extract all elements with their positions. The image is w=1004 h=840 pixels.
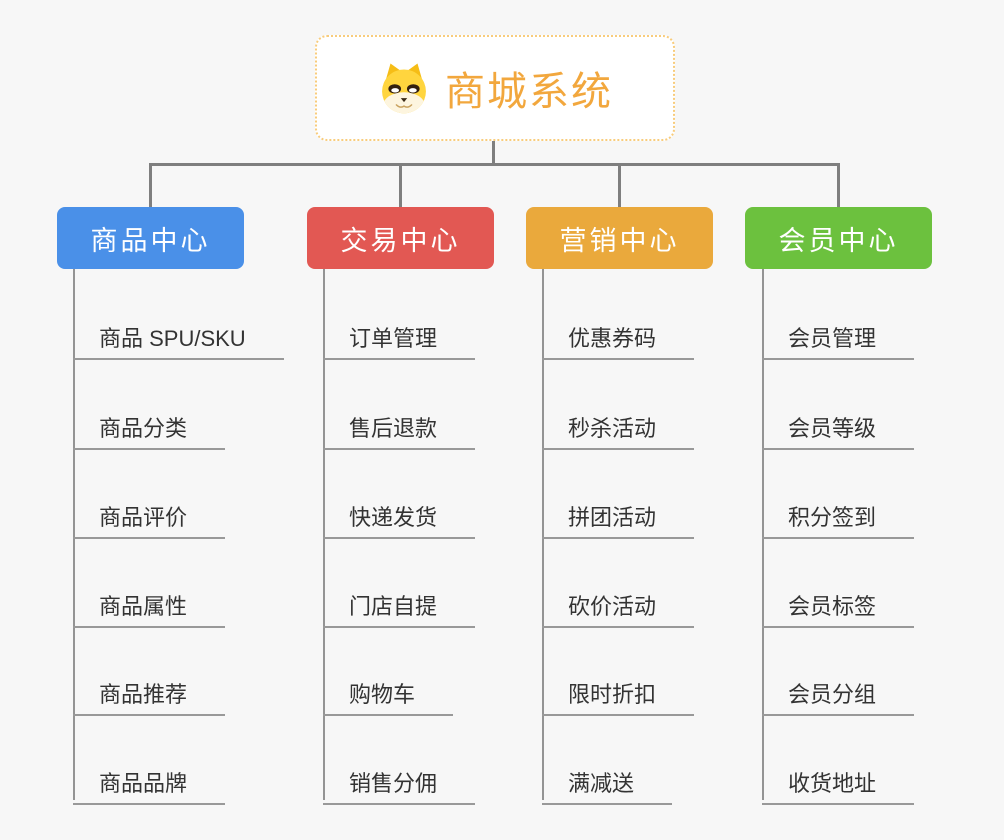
connector-drop-member bbox=[837, 164, 840, 208]
leaf-node[interactable]: 商品分类 bbox=[73, 397, 226, 450]
leaf-node[interactable]: 优惠券码 bbox=[542, 307, 695, 360]
leaf-node[interactable]: 会员标签 bbox=[762, 575, 915, 628]
root-node-mall-system[interactable]: 商城系统 bbox=[315, 35, 675, 141]
leaf-node[interactable]: 拼团活动 bbox=[542, 486, 695, 539]
category-box-member-center[interactable]: 会员中心 bbox=[745, 207, 932, 269]
leaf-node[interactable]: 订单管理 bbox=[323, 307, 476, 360]
connector-drop-product bbox=[149, 164, 152, 208]
connector-column-line bbox=[762, 269, 764, 800]
leaf-node[interactable]: 会员分组 bbox=[762, 663, 915, 716]
leaf-node[interactable]: 商品属性 bbox=[73, 575, 226, 628]
category-box-trade-center[interactable]: 交易中心 bbox=[307, 207, 494, 269]
dog-face-icon bbox=[382, 63, 426, 114]
connector-root-stub bbox=[492, 141, 495, 165]
connector-bus-line bbox=[149, 163, 840, 166]
leaf-node[interactable]: 会员管理 bbox=[762, 307, 915, 360]
leaf-node[interactable]: 商品 SPU/SKU bbox=[73, 307, 284, 360]
leaf-node[interactable]: 会员等级 bbox=[762, 397, 915, 450]
leaf-node[interactable]: 积分签到 bbox=[762, 486, 915, 539]
leaf-node[interactable]: 商品品牌 bbox=[73, 752, 226, 805]
leaf-node[interactable]: 秒杀活动 bbox=[542, 397, 695, 450]
leaf-node[interactable]: 商品评价 bbox=[73, 486, 226, 539]
leaf-node[interactable]: 满减送 bbox=[542, 752, 673, 805]
leaf-node[interactable]: 购物车 bbox=[323, 663, 454, 716]
connector-column-line bbox=[323, 269, 325, 800]
category-box-marketing-center[interactable]: 营销中心 bbox=[526, 207, 713, 269]
connector-drop-marketing bbox=[618, 164, 621, 208]
leaf-node[interactable]: 收货地址 bbox=[762, 752, 915, 805]
connector-column-line bbox=[73, 269, 75, 800]
root-title: 商城系统 bbox=[445, 70, 613, 114]
leaf-node[interactable]: 商品推荐 bbox=[73, 663, 226, 716]
leaf-node[interactable]: 限时折扣 bbox=[542, 663, 695, 716]
connector-column-line bbox=[542, 269, 544, 800]
connector-drop-trade bbox=[399, 164, 402, 208]
leaf-node[interactable]: 砍价活动 bbox=[542, 575, 695, 628]
category-box-product-center[interactable]: 商品中心 bbox=[57, 207, 244, 269]
leaf-node[interactable]: 销售分佣 bbox=[323, 752, 476, 805]
leaf-node[interactable]: 门店自提 bbox=[323, 575, 476, 628]
leaf-node[interactable]: 快递发货 bbox=[323, 486, 476, 539]
leaf-node[interactable]: 售后退款 bbox=[323, 397, 476, 450]
